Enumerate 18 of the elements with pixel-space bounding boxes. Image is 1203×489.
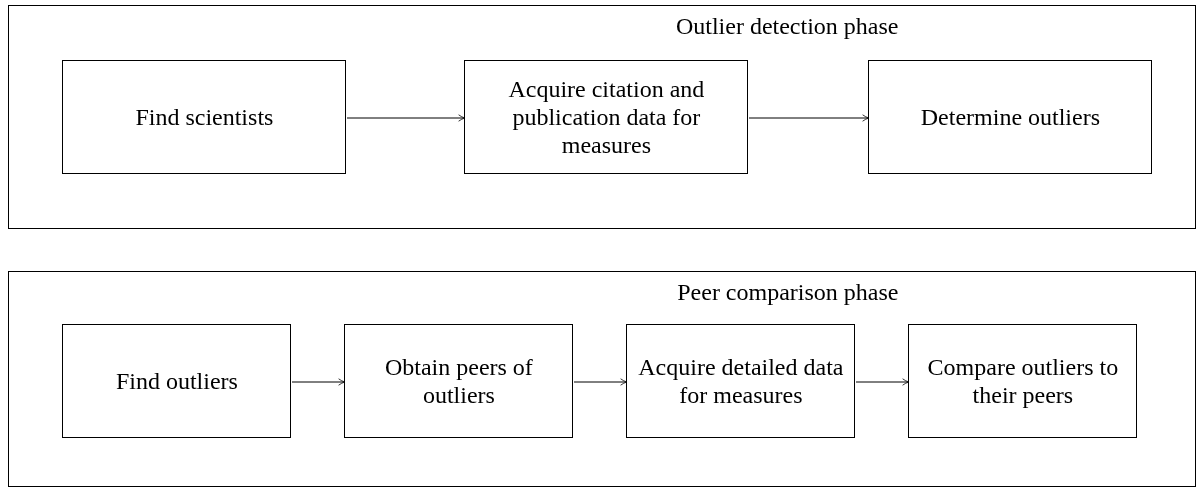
process-box [344,324,574,439]
phase-title: Outlier detection phase [675,12,899,40]
phase-title: Peer comparison phase [677,278,899,306]
process-box [626,324,856,439]
phase-panel [8,5,1196,229]
step-label: Compare outliers to their peers [926,353,1120,410]
process-box [464,60,749,175]
step-label: Obtain peers of outliers [383,353,534,410]
step-label: Determine outliers [920,103,1101,132]
step-label: Find outliers [115,367,238,396]
phase-panel [8,271,1196,487]
process-box [62,324,292,439]
process-box [62,60,347,175]
step-label: Acquire citation and publication data for measures [507,75,706,160]
process-box [868,60,1153,175]
process-box [908,324,1138,439]
step-label: Acquire detailed data for measures [637,353,845,410]
step-label: Find scientists [135,103,274,132]
